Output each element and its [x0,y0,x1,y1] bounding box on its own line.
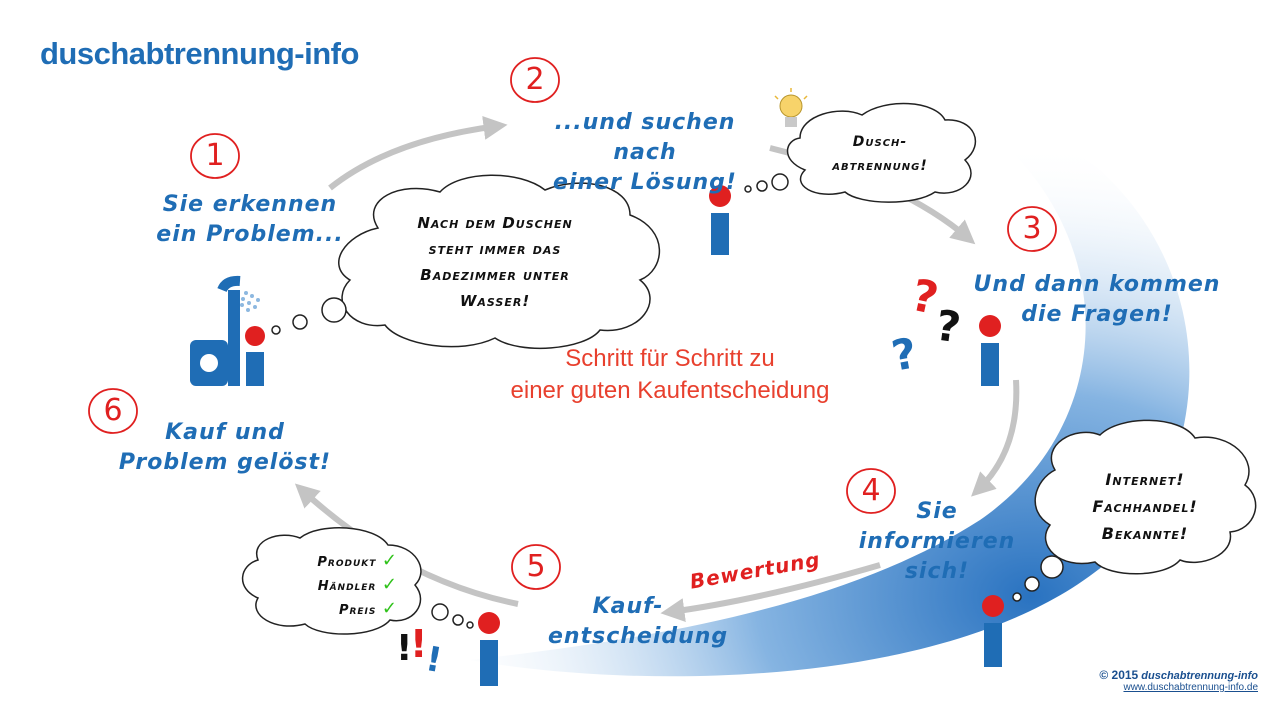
bubble-problem-line4: Wasser! [459,292,531,310]
step-6-line1: Kauf und [165,420,285,445]
info-person-step5 [478,612,500,686]
bubble-problem-line2: steht immer das [428,240,562,258]
step-4-text: Sie informieren sich! [852,497,1022,587]
checklist-label: Preis [338,603,377,618]
footer-copyright: © 2015 [1099,668,1139,682]
light-bulb-icon [774,88,808,127]
step-3-text: Und dann kommen die Fragen! [962,270,1232,330]
step-4-number: 4 [861,473,881,508]
step-4-line2: informieren [858,529,1016,554]
footer-url-link[interactable]: www.duschabtrennung-info.de [1123,682,1258,693]
checklist-item: Händler ✓ [278,574,398,598]
arrow-step3-to-step4 [971,379,1020,497]
step-1-line1: Sie erkennen [162,192,338,217]
bubble-info-line1: Internet! [1105,470,1185,489]
site-logo[interactable]: duschabtrennung-info [40,36,359,71]
checklist-item: Preis ✓ [278,598,398,622]
step-1-text: Sie erkennen ein Problem... [150,190,350,250]
step-5-line1: Kauf- [592,594,664,619]
bubble-info-line2: Fachhandel! [1092,497,1198,516]
exclamation-icon: ! [396,628,413,669]
bubble-problem-line3: Badezimmer unter [420,266,570,284]
bubble-info-text: Internet! Fachhandel! Bekannte! [1060,466,1230,547]
step-5-line2: entscheidung [548,624,729,649]
checklist-item: Produkt ✓ [278,550,398,574]
bubble-solution-text: Dusch- abtrennung! [805,130,955,178]
info-person-step4 [982,595,1004,667]
checklist-label: Händler [317,579,377,594]
step-5-text: Kauf- entscheidung [548,592,729,652]
step-number-circles [88,57,1057,590]
step-3-line2: die Fragen! [1021,302,1173,327]
background-swoosh [470,142,1190,677]
bubble-checklist-text: Produkt ✓ Händler ✓ Preis ✓ [278,550,398,622]
step-2-text: ...und suchen nach einer Lösung! [520,108,770,198]
bubble-problem-text: Nach dem Duschen steht immer das Badezim… [380,210,610,314]
step-2-line2: einer Lösung! [553,170,737,195]
footer-brand: duschabtrennung-info [1141,670,1258,682]
info-person-step3 [979,315,1001,386]
checklist-label: Produkt [317,555,377,570]
step-1-number: 1 [205,138,225,173]
arrow-step4-to-step5 [660,562,881,622]
thought-bubble-problem [271,174,661,349]
step-3-number: 3 [1022,211,1042,246]
step-4-line1: Sie [916,499,958,524]
center-caption-line2: einer guten Kaufentscheidung [510,377,830,404]
di-logo-mark [190,275,265,386]
check-icon: ✓ [381,550,398,571]
step-1-line2: ein Problem... [156,222,344,247]
step-4-line3: sich! [904,559,970,584]
info-person-step2 [709,185,731,255]
step-2-line1: ...und suchen nach [554,110,736,165]
step-2-number: 2 [525,62,545,97]
thought-bubble-solution [744,102,976,203]
exclamation-icon: ! [410,622,428,666]
step-5-number: 5 [526,549,546,584]
arrow-step1-to-step2 [328,115,508,191]
step-3-line1: Und dann kommen [973,272,1221,297]
center-caption: Schritt für Schritt zu einer guten Kaufe… [470,343,870,407]
step-6-number: 6 [103,393,123,428]
bubble-solution-line2: abtrennung! [832,158,928,174]
step-6-text: Kauf und Problem gelöst! [105,418,345,478]
thought-bubble-info [1012,419,1257,602]
bubble-solution-line1: Dusch- [852,134,908,150]
footer: © 2015 duschabtrennung-info www.duschabt… [1088,668,1258,693]
center-caption-line1: Schritt für Schritt zu [565,345,775,372]
bubble-info-line3: Bekannte! [1101,524,1189,543]
check-icon: ✓ [381,574,398,595]
bubble-problem-line1: Nach dem Duschen [417,214,573,232]
thought-bubble-checklist [241,527,474,635]
check-icon: ✓ [381,598,398,619]
step-6-line2: Problem gelöst! [118,450,332,475]
